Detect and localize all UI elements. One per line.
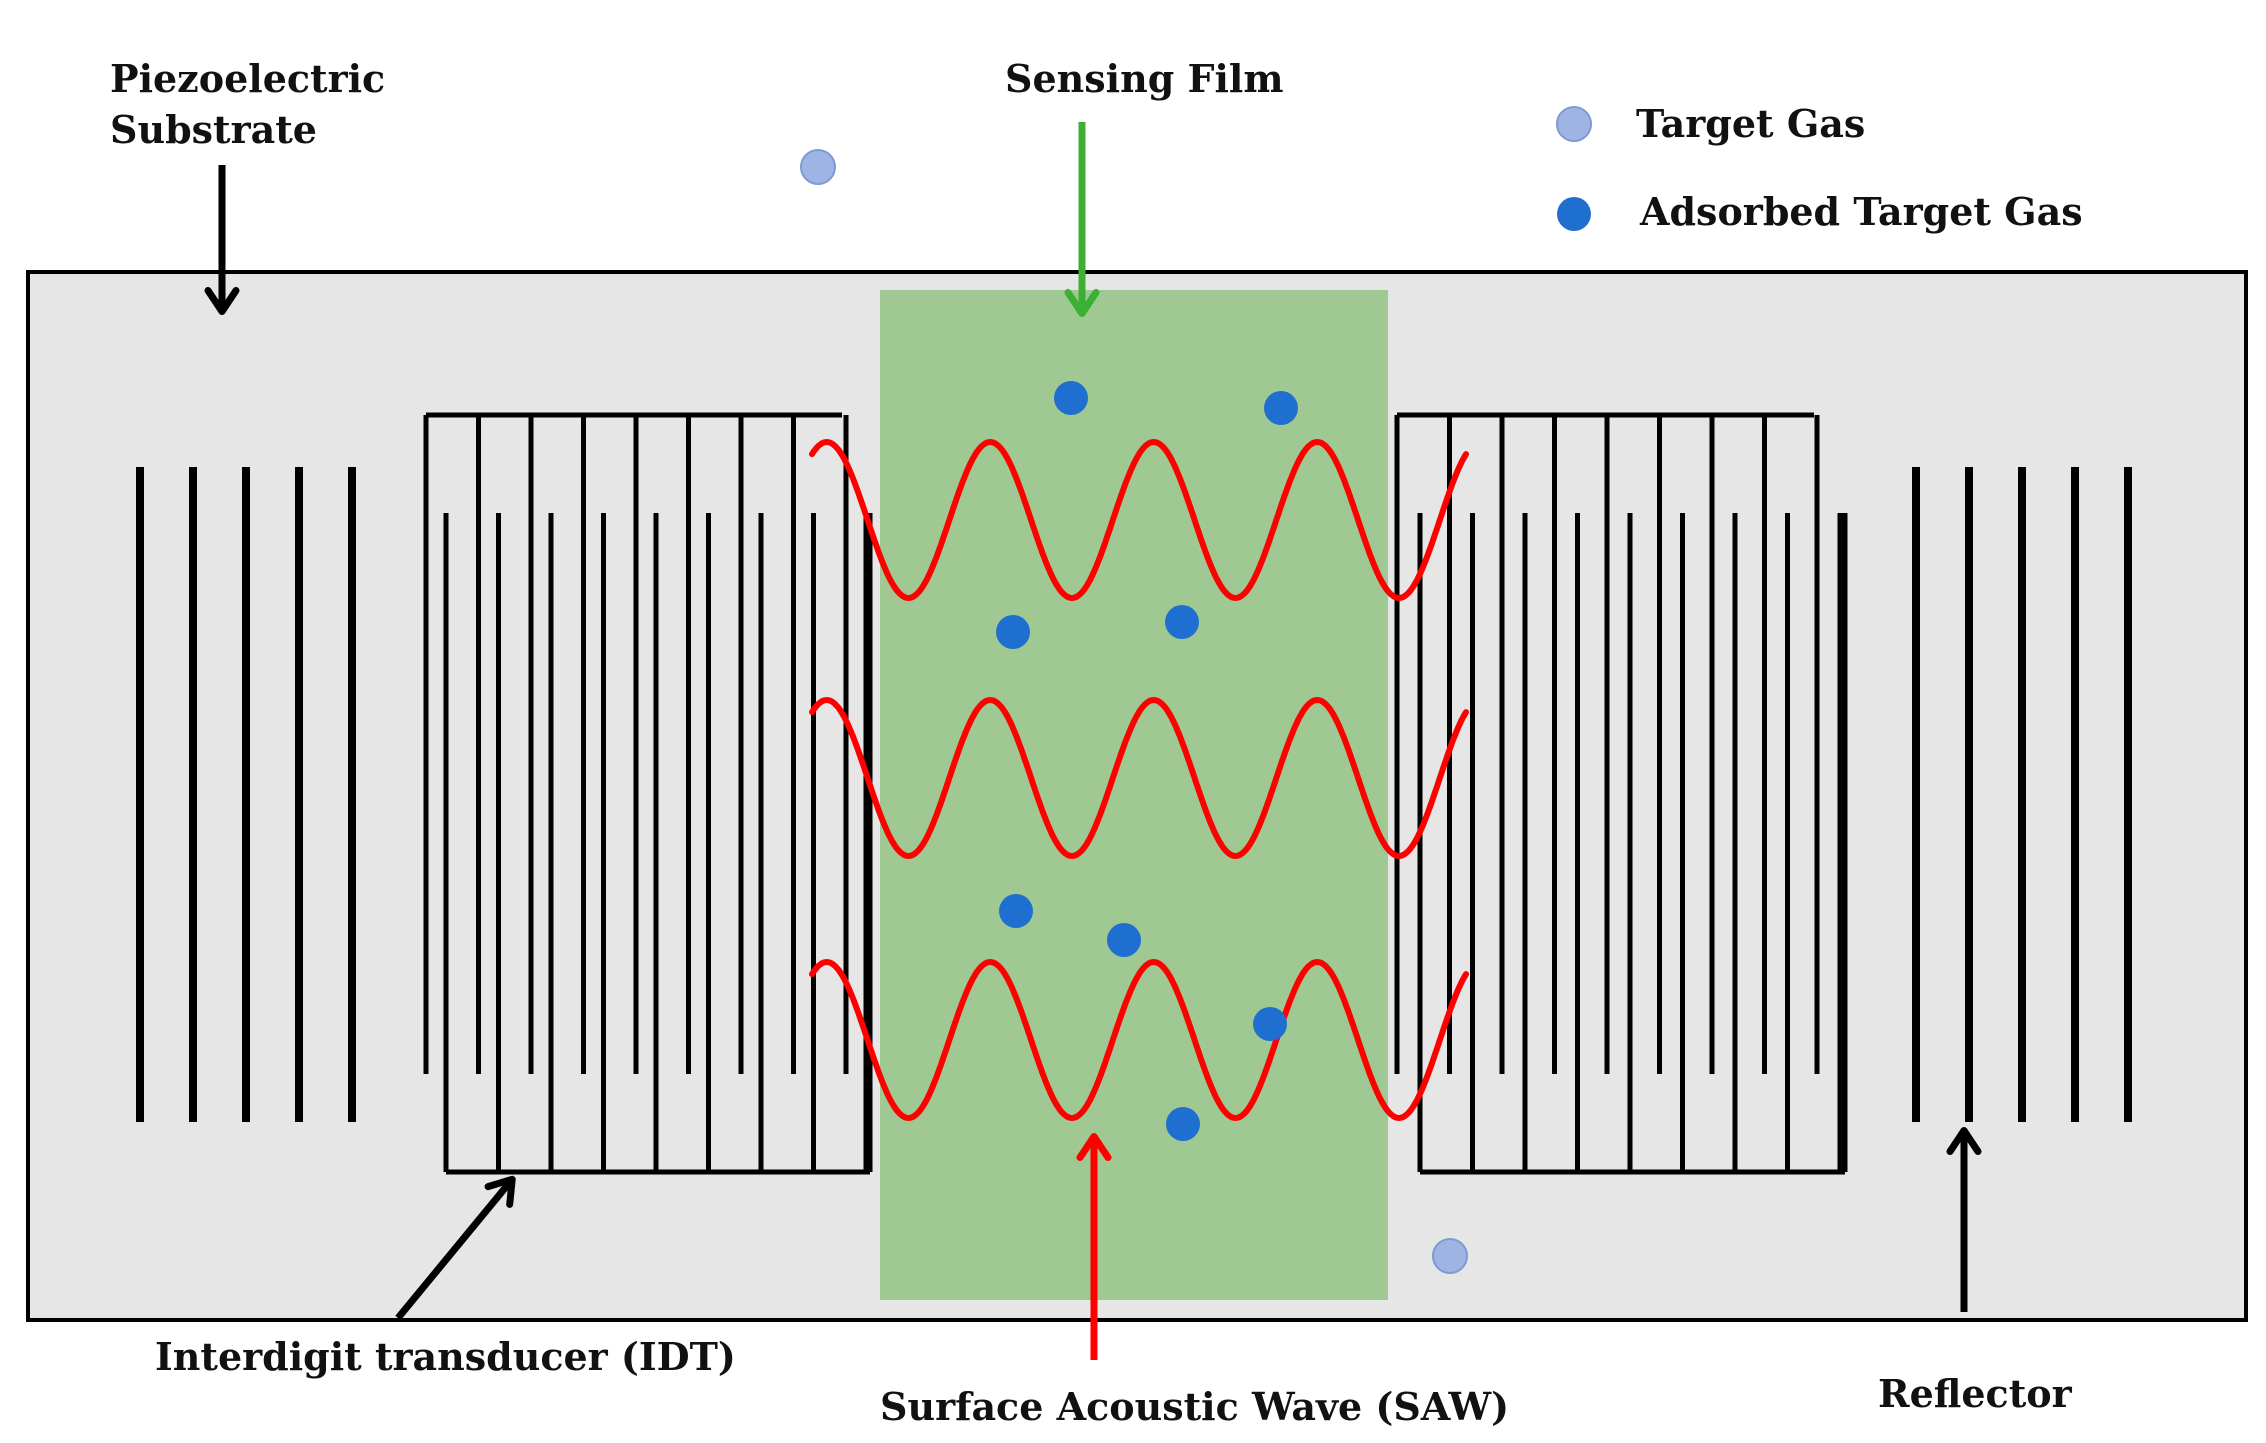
saw-wave	[809, 696, 1469, 860]
adsorbed-gas-molecule	[1054, 381, 1088, 415]
idt-label: Interdigit transducer (IDT)	[155, 1334, 736, 1379]
saw-wave	[809, 438, 1469, 602]
legend-adsorbed-gas-label: Adsorbed Target Gas	[1639, 189, 2083, 234]
adsorbed-gas-molecule	[996, 615, 1030, 649]
reflector-left	[136, 467, 356, 1122]
substrate-label: Piezoelectric Substrate	[110, 56, 398, 152]
target-gas-molecules	[800, 149, 1468, 1274]
substrate-label-line1: Piezoelectric	[110, 56, 385, 101]
saw-label: Surface Acoustic Wave (SAW)	[880, 1384, 1509, 1429]
idt-arrow	[395, 1175, 516, 1321]
adsorbed-gas-molecule	[1107, 923, 1141, 957]
legend-adsorbed-gas-marker	[1557, 197, 1591, 231]
substrate-label-line2: Substrate	[110, 107, 317, 152]
sensing-film-label: Sensing Film	[1005, 56, 1284, 101]
adsorbed-gas-molecules	[996, 381, 1298, 1141]
adsorbed-gas-molecule	[1166, 1107, 1200, 1141]
saw-wave	[809, 958, 1469, 1122]
reflector-right	[1912, 467, 2132, 1122]
adsorbed-gas-molecule	[1253, 1007, 1287, 1041]
target-gas-molecule	[1432, 1238, 1468, 1274]
surface-acoustic-waves	[809, 438, 1469, 1122]
legend-target-gas-marker	[1556, 106, 1592, 142]
reflector-label: Reflector	[1878, 1371, 2073, 1416]
legend-target-gas-label: Target Gas	[1636, 101, 1865, 146]
idt-right	[1394, 412, 1848, 1175]
target-gas-molecule	[800, 149, 836, 185]
adsorbed-gas-molecule	[1165, 605, 1199, 639]
legend: Target Gas Adsorbed Target Gas	[1556, 101, 2083, 234]
adsorbed-gas-molecule	[999, 894, 1033, 928]
adsorbed-gas-molecule	[1264, 391, 1298, 425]
idt-left	[423, 412, 873, 1175]
